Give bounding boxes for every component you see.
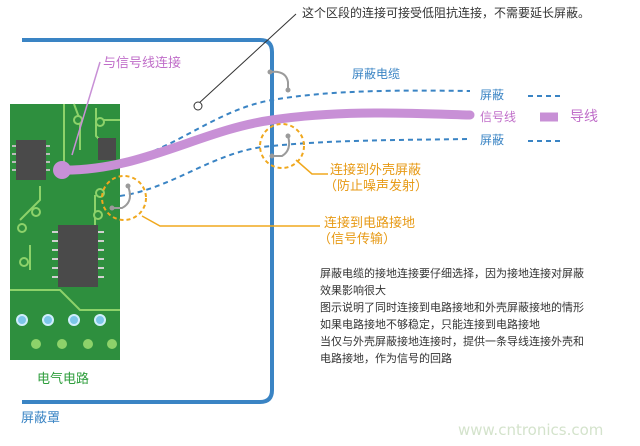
note-leader [197,13,297,105]
signal-leader [71,61,101,156]
enclosure-connection-subtitle: （防止噪声发射） [324,179,429,195]
circuit-label: 电气电路 [37,372,90,387]
circuit-ground-subtitle: （信号传输） [318,232,397,248]
shield-cable-label: 屏蔽电缆 [352,67,401,81]
enclosure-leader [295,159,328,175]
description-line: 电路接地，作为信号的回路 [320,352,452,365]
shield-cable [119,89,471,197]
shield-enclosure [22,38,274,404]
note-leader-target [193,101,203,111]
enclosure-connection-title: 连接到外壳屏蔽 [330,163,422,178]
low-impedance-note: 这个区段的连接可接受低阻抗连接，不需要延长屏蔽。 [302,6,591,20]
legend-wire: 导线 [570,109,598,125]
enclosure-label: 屏蔽罩 [21,411,61,426]
circuit-ground-label: 连接到电路接地 （信号传输） [318,216,416,249]
legend-shield-bottom: 屏蔽 [480,133,505,147]
enclosure-bond-top [269,70,289,90]
legend-signal: 信号线 [480,110,517,124]
signal-connection-label: 与信号线连接 [103,56,182,71]
description-line: 当仅与外壳屏蔽接地连接时，提供一条导线连接外壳和 [320,335,584,348]
circuit-ground-highlight [101,175,147,221]
enclosure-bond-highlight [259,123,305,169]
description-line: 效果影响很大 [320,284,386,297]
legend-shield-top: 屏蔽 [480,88,505,102]
circuit-ground-leader [141,215,320,227]
description-text: 屏蔽电缆的接地连接要仔细选择，因为接地连接对屏蔽 效果影响很大 图示说明了同时连… [320,265,638,367]
circuit-board [10,103,120,360]
watermark: www.cntronics.com [458,421,604,439]
signal-connection-point [53,161,71,179]
circuit-ground-title: 连接到电路接地 [324,216,416,231]
description-line: 图示说明了同时连接到电路接地和外壳屏蔽接地的情形 [320,301,584,314]
enclosure-connection-label: 连接到外壳屏蔽 （防止噪声发射） [324,163,428,196]
signal-wire [55,108,475,175]
enclosure-bond [272,135,291,157]
legend-swatches [528,95,560,142]
circuit-ground-bond [112,185,131,209]
description-line: 如果电路接地不够稳定，只能连接到电路接地 [320,318,540,331]
description-line: 屏蔽电缆的接地连接要仔细选择，因为接地连接对屏蔽 [320,267,584,280]
